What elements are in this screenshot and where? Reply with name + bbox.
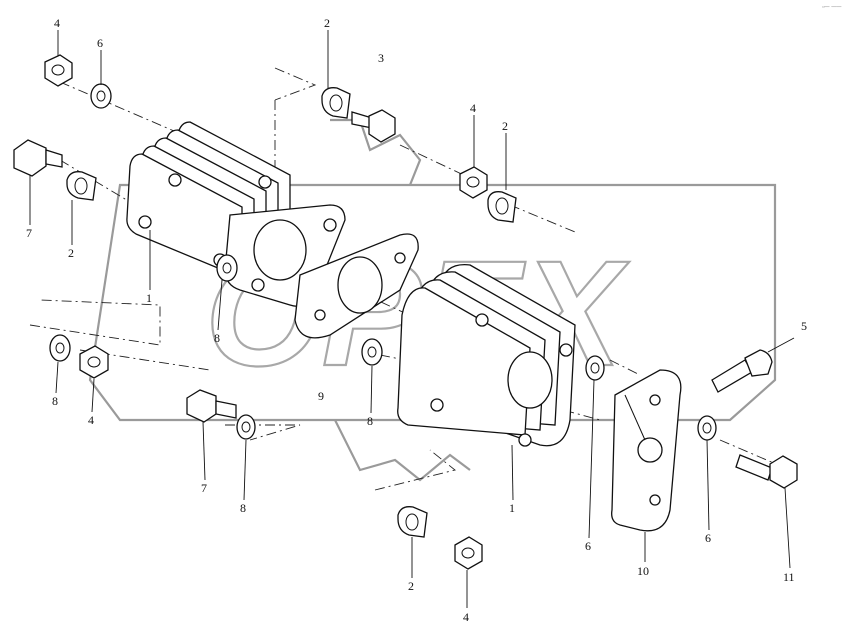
callout-2: 2 bbox=[502, 119, 508, 133]
washer-6c bbox=[697, 415, 717, 441]
washer-6a bbox=[90, 83, 112, 109]
callout-2: 2 bbox=[324, 16, 330, 30]
callout-6: 6 bbox=[585, 539, 591, 553]
callout-4: 4 bbox=[470, 101, 476, 115]
nut-4b bbox=[459, 166, 488, 199]
bush-2a bbox=[321, 87, 351, 119]
flange-stack-lower bbox=[397, 264, 576, 447]
callout-2: 2 bbox=[408, 579, 414, 593]
washer-8a bbox=[216, 254, 238, 282]
bush-2d bbox=[397, 506, 428, 538]
callout-9: 9 bbox=[318, 389, 324, 403]
washer-8c bbox=[361, 338, 383, 366]
callout-4: 4 bbox=[54, 16, 60, 30]
callout-4: 4 bbox=[88, 413, 94, 427]
callout-3: 3 bbox=[378, 51, 384, 65]
callout-8: 8 bbox=[52, 394, 58, 408]
callout-11: 11 bbox=[783, 570, 795, 584]
flange-stack-upper bbox=[126, 121, 291, 279]
callout-10: 10 bbox=[637, 564, 649, 578]
callout-8: 8 bbox=[367, 414, 373, 428]
bush-2b bbox=[487, 191, 517, 223]
corner-mark: ▫─ ── bbox=[822, 4, 841, 11]
bolt-5 bbox=[711, 349, 773, 393]
bolt-11 bbox=[735, 454, 798, 489]
washer-8d bbox=[236, 414, 256, 440]
nut-4d bbox=[454, 536, 483, 570]
callout-2: 2 bbox=[68, 246, 74, 260]
leader-lines bbox=[29, 30, 795, 608]
callout-6: 6 bbox=[705, 531, 711, 545]
bolt-7b bbox=[186, 389, 237, 423]
callout-1: 1 bbox=[509, 501, 515, 515]
bolt-3 bbox=[351, 109, 396, 143]
link-plate bbox=[611, 369, 682, 532]
callout-7: 7 bbox=[201, 481, 207, 495]
callout-1: 1 bbox=[146, 291, 152, 305]
callout-4: 4 bbox=[463, 610, 469, 624]
callouts: 4 6 2 3 4 2 7 2 1 8 5 8 4 9 8 7 8 1 6 6 … bbox=[26, 16, 807, 624]
washer-6b bbox=[585, 355, 605, 381]
center-gasket-lower bbox=[294, 233, 419, 339]
bolt-7a bbox=[13, 139, 63, 177]
nut-4a bbox=[44, 54, 73, 87]
callout-5: 5 bbox=[801, 319, 807, 333]
washer-8b bbox=[49, 334, 71, 362]
callout-7: 7 bbox=[26, 226, 32, 240]
callout-6: 6 bbox=[97, 36, 103, 50]
nut-4c bbox=[79, 345, 109, 379]
callout-8: 8 bbox=[240, 501, 246, 515]
bush-2c bbox=[66, 171, 97, 201]
callout-8: 8 bbox=[214, 331, 220, 345]
